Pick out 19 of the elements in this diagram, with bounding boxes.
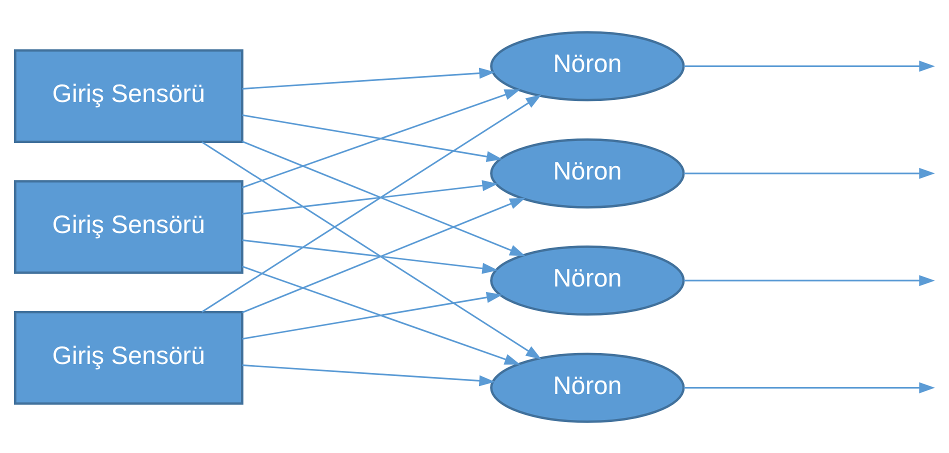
arrow [202,140,542,359]
arrow [242,197,526,313]
arrow [684,167,935,178]
arrow [242,114,502,162]
arrow [242,140,526,256]
arrow [242,291,502,340]
arrow [684,274,935,286]
arrow [202,94,542,312]
node-box: Giriş Sensörü [14,180,244,274]
arrow [242,67,496,90]
arrow [242,265,520,364]
arrow [242,238,498,274]
node-box: Giriş Sensörü [14,48,244,143]
arrow [684,60,935,72]
node-box: Giriş Sensörü [14,310,244,404]
arrow [242,364,496,386]
arrow [242,88,520,188]
arrow [684,382,935,393]
arrow [242,180,498,214]
